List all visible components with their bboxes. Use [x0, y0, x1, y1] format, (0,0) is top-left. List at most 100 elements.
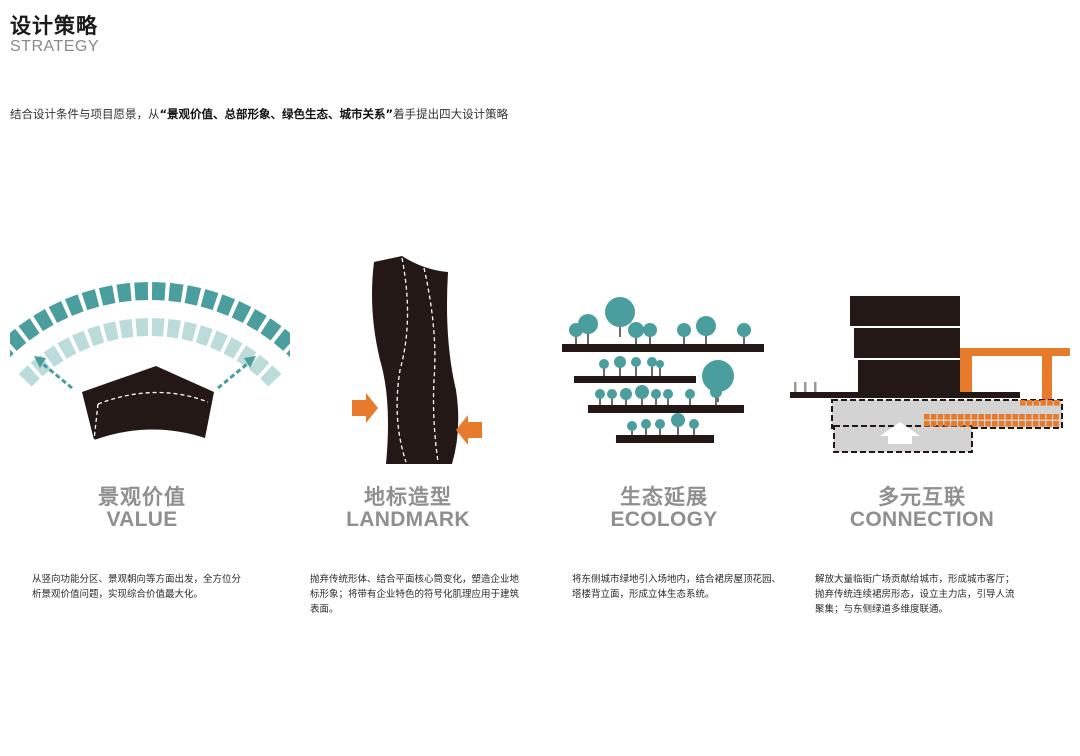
- brick: [992, 414, 998, 420]
- up-arrow: [880, 422, 920, 444]
- tree: [710, 386, 722, 398]
- brick: [951, 421, 957, 427]
- brick: [1012, 421, 1018, 427]
- fan-segment: [223, 337, 243, 359]
- tree: [631, 357, 641, 367]
- terrace-2: [574, 376, 696, 383]
- fan-segment: [10, 349, 14, 358]
- tree: [696, 316, 716, 336]
- fan-outer-arc: [10, 282, 290, 358]
- fan-segment: [216, 294, 236, 316]
- tree: [671, 413, 685, 427]
- tower-top: [850, 296, 960, 326]
- fan-segment: [209, 330, 228, 352]
- intro-suffix: 着手提出四大设计策略: [393, 107, 509, 121]
- brick: [1026, 421, 1032, 427]
- brick: [998, 414, 1005, 420]
- brick: [937, 421, 944, 427]
- fan-segment: [286, 349, 290, 358]
- tree: [643, 323, 657, 337]
- brick: [958, 414, 964, 420]
- brick: [978, 414, 984, 420]
- right-view-arrow: [217, 358, 253, 390]
- description: 抛弃传统形体、结合平面核心筒变化，塑造企业地标形象；将带有企业特色的符号化肌理应…: [310, 574, 520, 615]
- tree: [689, 419, 699, 429]
- brick: [958, 421, 964, 427]
- brick: [924, 414, 930, 420]
- terrace-4: [616, 435, 714, 443]
- title-cn: 生态延展: [620, 485, 708, 509]
- fan-segment: [57, 337, 77, 359]
- title-cn: 多元互联: [878, 485, 966, 509]
- brick: [992, 421, 998, 427]
- brick: [1026, 400, 1033, 406]
- brick: [1053, 414, 1059, 420]
- tower-mass: [372, 256, 459, 464]
- fan-segment: [200, 289, 219, 311]
- brick: [951, 414, 957, 420]
- tower-low: [858, 360, 960, 392]
- fan-segment: [166, 318, 181, 339]
- brick: [1032, 421, 1039, 427]
- left-arrow: [352, 393, 378, 423]
- fan-segment: [151, 318, 165, 337]
- brick: [930, 414, 937, 420]
- tree: [651, 389, 661, 399]
- fan-segment: [18, 318, 40, 341]
- description: 解放大量临街广场贡献给城市，形成城市客厅；抛弃传统连续裙房形态，设立主力店，引导…: [815, 574, 1015, 615]
- fan-segment: [102, 321, 119, 342]
- right-arrow: [456, 415, 482, 445]
- title-en: CONNECTION: [849, 508, 995, 531]
- fan-segment: [72, 330, 91, 352]
- fan-segment: [116, 282, 132, 303]
- brick: [1032, 414, 1039, 420]
- twisted-tower-icon: [352, 256, 482, 464]
- brick: [1047, 400, 1053, 406]
- fan-segment: [248, 354, 270, 377]
- fan-segment: [119, 318, 134, 339]
- tree: [702, 360, 734, 392]
- tree: [607, 389, 617, 399]
- fan-segment: [195, 325, 213, 347]
- fan-segment: [33, 308, 54, 332]
- brick: [1019, 421, 1025, 427]
- fan-segment: [18, 365, 40, 387]
- fan-segment: [236, 345, 257, 367]
- page-subtitle: STRATEGY: [10, 38, 100, 55]
- tree: [641, 419, 651, 429]
- brick: [998, 421, 1005, 427]
- fan-segment: [260, 318, 282, 341]
- brick: [930, 421, 937, 427]
- tree: [663, 389, 673, 399]
- description: 将东侧城市绿地引入场地内，结合裙房屋顶花园、塔楼背立面，形成立体生态系统。: [572, 574, 782, 600]
- brick: [1033, 400, 1040, 406]
- orange-brick-grid: [924, 400, 1060, 427]
- fan-inner-arc: [18, 318, 282, 387]
- fan-segment: [134, 282, 149, 301]
- terrace-3: [588, 405, 744, 413]
- tree: [677, 323, 691, 337]
- brick: [978, 421, 984, 427]
- brick: [985, 421, 991, 427]
- tree: [635, 385, 649, 399]
- fan-segment: [168, 282, 184, 303]
- brick: [971, 421, 978, 427]
- landscape-fan-icon: [10, 282, 290, 441]
- description: 从竖向功能分区、景观朝向等方面出发，全方位分析景观价值问题，实现综合价值最大化。: [32, 574, 242, 600]
- tree: [655, 419, 665, 429]
- tree: [627, 421, 637, 431]
- connection-block-icon: [790, 296, 1070, 453]
- tree: [647, 357, 657, 367]
- fan-segment: [81, 289, 100, 311]
- brick: [964, 421, 971, 427]
- brick: [944, 414, 950, 420]
- fan-segment: [184, 285, 202, 306]
- fan-segment: [98, 285, 116, 306]
- fan-segment: [48, 301, 69, 323]
- brick: [1046, 414, 1052, 420]
- title-en: ECOLOGY: [610, 508, 718, 531]
- brick: [1012, 414, 1018, 420]
- fan-segment: [43, 345, 64, 367]
- brick: [985, 414, 991, 420]
- left-view-arrow: [37, 358, 73, 390]
